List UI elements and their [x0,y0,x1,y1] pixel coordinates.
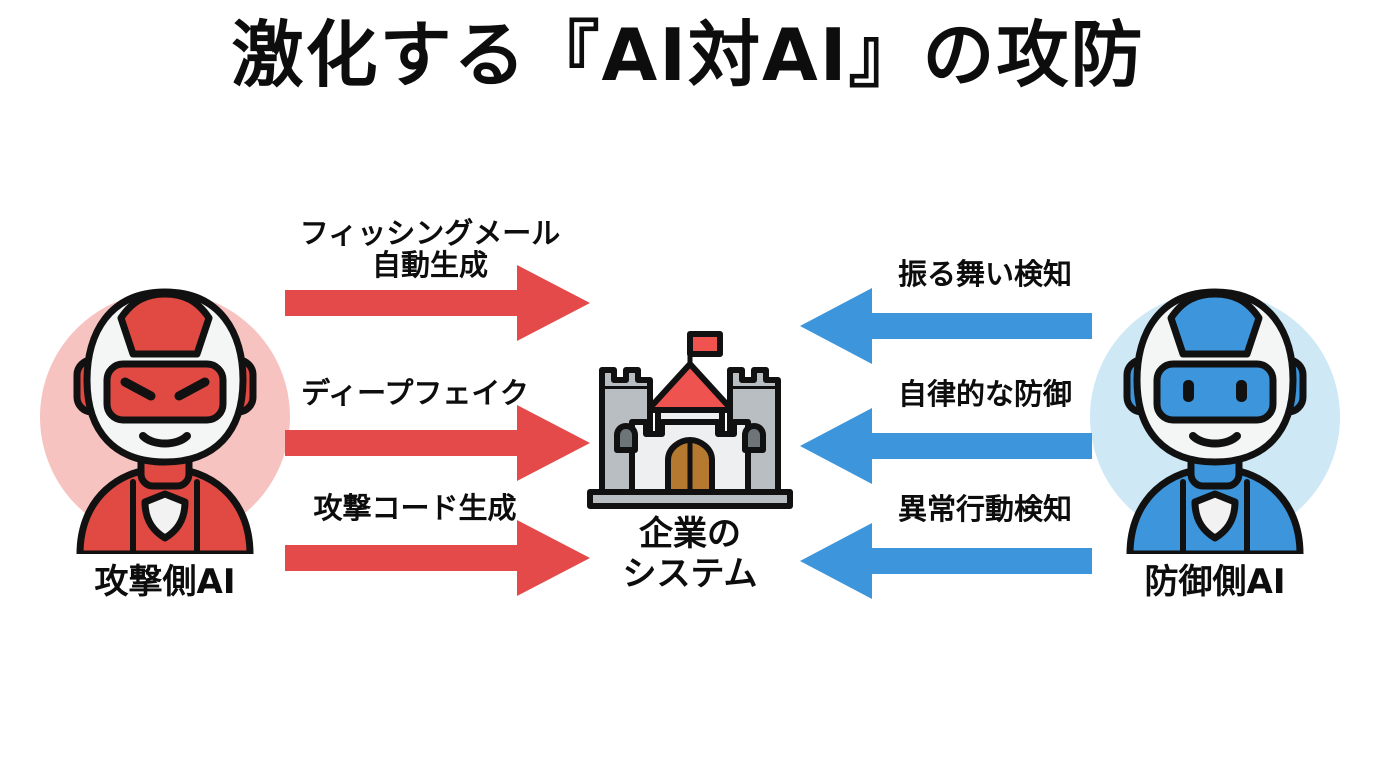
defense-arrow-row-1: 振る舞い検知 [800,250,1092,370]
defense-arrow-icon-3 [800,523,1092,599]
attacker-node: 攻撃側AI [25,282,305,602]
defense-arrow-icon-2 [800,408,1092,484]
attack-arrow-icon-2 [285,405,590,481]
target-system-label: 企業の システム [622,514,758,595]
defender-node: 防御側AI [1075,282,1355,602]
attack-arrow-row-2: ディープフェイク [285,365,595,485]
castle-icon [587,331,793,509]
defense-arrow-icon-1 [800,288,1092,364]
attacker-label: 攻撃側AI [94,562,236,602]
defense-arrow-row-2: 自律的な防御 [800,370,1092,490]
defender-label: 防御側AI [1144,562,1286,602]
page-title: 激化する『AI対AI』の攻防 [231,13,1145,97]
attack-arrow-row-3: 攻撃コード生成 [285,480,595,600]
attacker-robot-icon [73,288,257,558]
attack-arrow-icon-1 [285,265,590,341]
attack-arrow-icon-3 [285,520,590,596]
attack-arrow-label-1: フィッシングメール 自動生成 [299,216,561,283]
defender-robot-icon [1123,288,1307,558]
attack-arrow-label-2: ディープフェイク [301,376,529,410]
defense-arrow-label-3: 異常行動検知 [897,492,1072,526]
defense-arrow-label-1: 振る舞い検知 [897,257,1072,291]
defense-arrow-row-3: 異常行動検知 [800,485,1092,605]
attack-arrow-row-1: フィッシングメール 自動生成 [285,215,595,341]
attack-arrow-label-3: 攻撃コード生成 [313,491,517,525]
defense-arrow-label-2: 自律的な防御 [897,377,1072,411]
target-system-node: 企業の システム [580,322,800,594]
